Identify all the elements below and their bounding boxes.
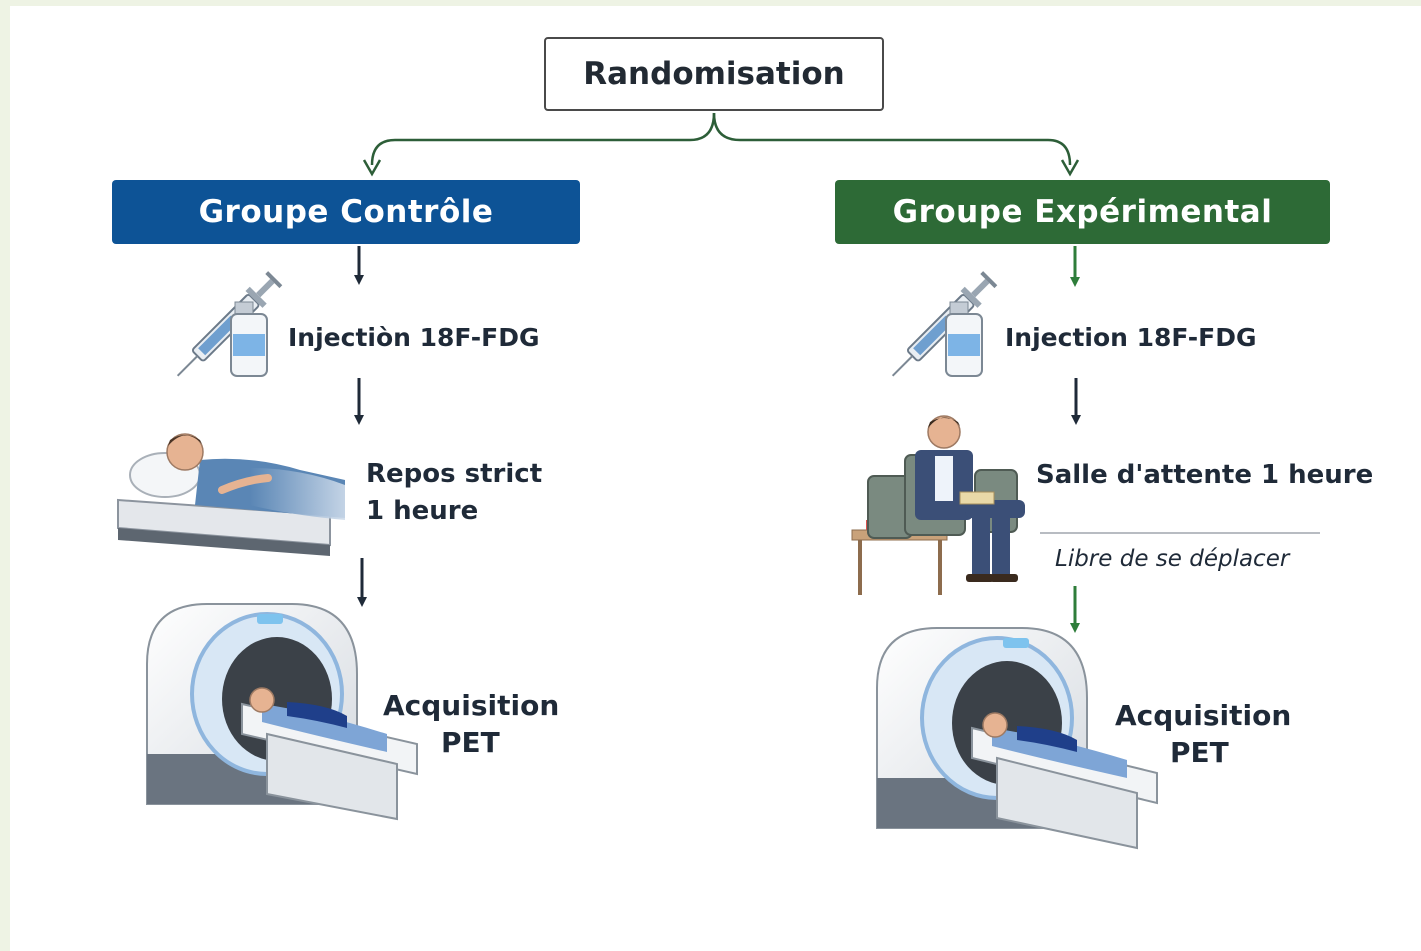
patient-resting-icon xyxy=(117,433,345,556)
experimental-waiting-note: Libre de se déplacer xyxy=(1055,546,1290,572)
syringe-vial-icon-exp xyxy=(891,271,998,377)
control-acquisition-label-line2: PET xyxy=(441,726,500,759)
control-injection-label: Injectiòn 18F-FDG xyxy=(288,323,540,352)
control-rest-label-line2: 1 heure xyxy=(366,496,479,526)
control-rest-label-line1: Repos strict xyxy=(366,459,543,489)
randomisation-box: Randomisation xyxy=(544,37,884,111)
control-acquisition-label-line1: Acquisition xyxy=(383,689,560,722)
pet-scanner-icon xyxy=(146,603,418,821)
arrowhead-to-experimental xyxy=(1060,159,1080,177)
connector-to-control xyxy=(370,112,716,166)
control-group-header: Groupe Contrôle xyxy=(112,180,580,244)
syringe-vial-icon xyxy=(176,271,283,377)
experimental-injection-label: Injection 18F-FDG xyxy=(1005,323,1257,352)
connector-to-experimental xyxy=(712,112,1072,166)
pet-scanner-icon-exp xyxy=(876,627,1158,850)
waiting-room-icon xyxy=(851,415,1025,595)
experimental-group-header: Groupe Expérimental xyxy=(835,180,1330,244)
experimental-acquisition-label-line1: Acquisition xyxy=(1115,699,1292,732)
experimental-waiting-label: Salle d'attente 1 heure xyxy=(1036,460,1374,490)
experimental-acquisition-label-line2: PET xyxy=(1170,736,1229,769)
arrowhead-to-control xyxy=(362,159,382,177)
